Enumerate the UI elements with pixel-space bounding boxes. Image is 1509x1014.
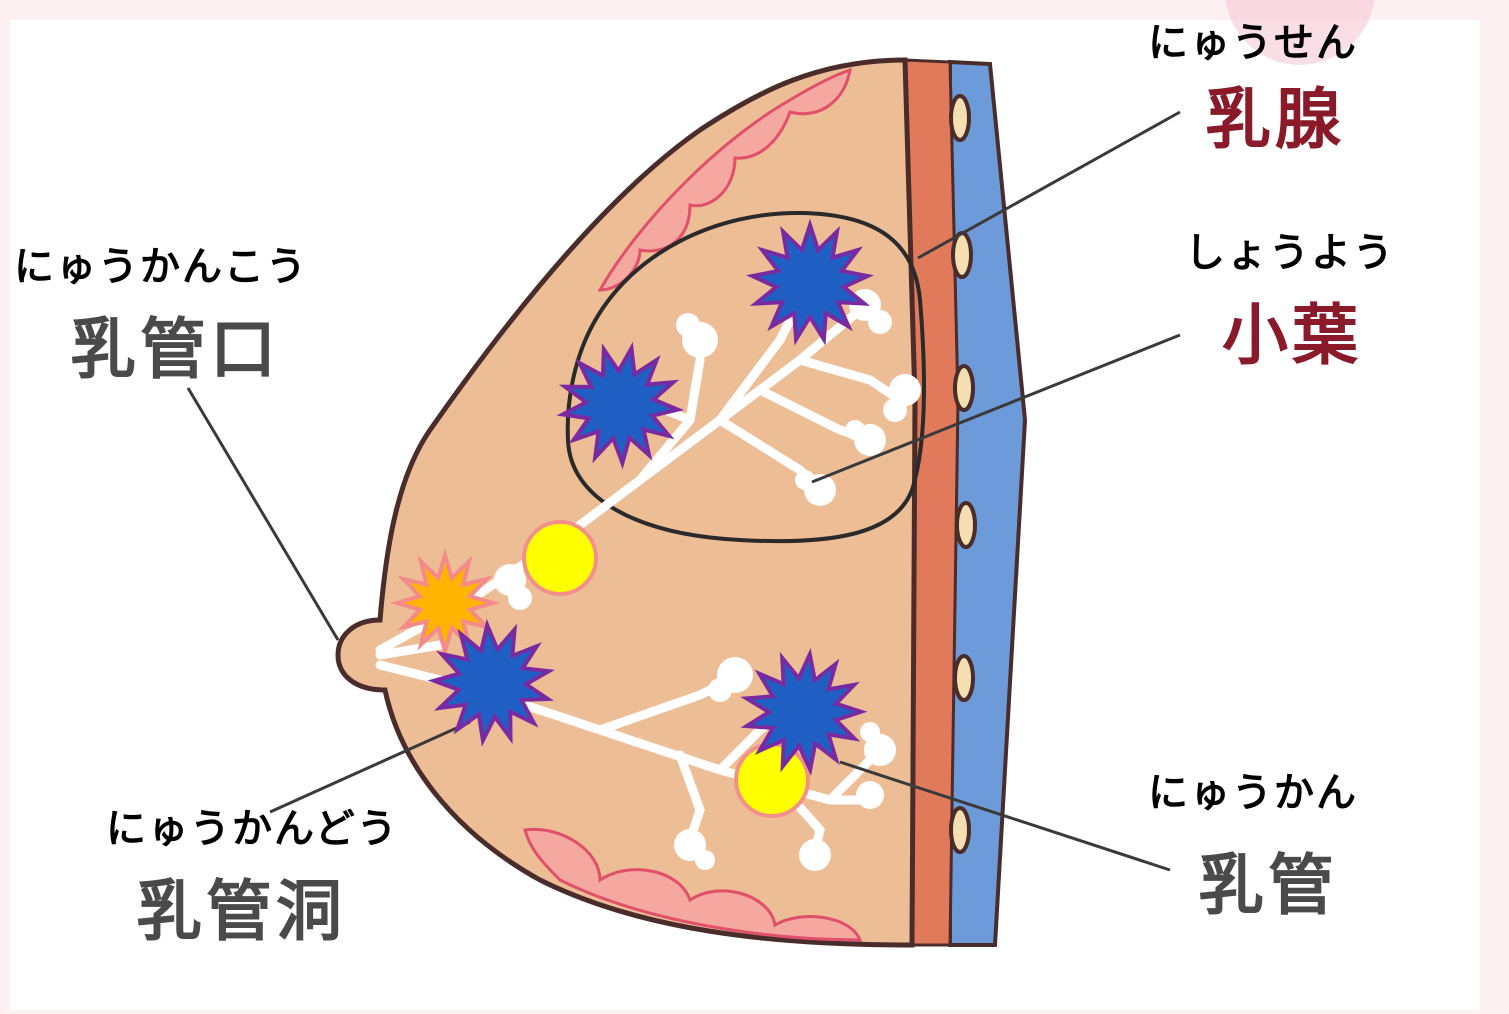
duct-opening-label: 乳管口	[70, 296, 280, 392]
milk-duct-reading: にゅうかん	[1148, 760, 1358, 818]
lactiferous-sinus-reading: にゅうかんどう	[106, 796, 399, 854]
lobule-label: 小葉	[1222, 282, 1362, 378]
milk-duct-label: 乳管	[1198, 832, 1338, 928]
yellow-marker-1	[524, 522, 596, 594]
duct-opening-reading: にゅうかんこう	[14, 234, 308, 292]
yellow-marker-2	[736, 744, 808, 816]
lobule-reading: しょうよう	[1185, 220, 1395, 278]
lactiferous-sinus-label: 乳管洞	[136, 858, 346, 954]
mammary-gland-reading: にゅうせん	[1148, 10, 1358, 68]
mammary-gland-label: 乳腺	[1205, 66, 1345, 162]
